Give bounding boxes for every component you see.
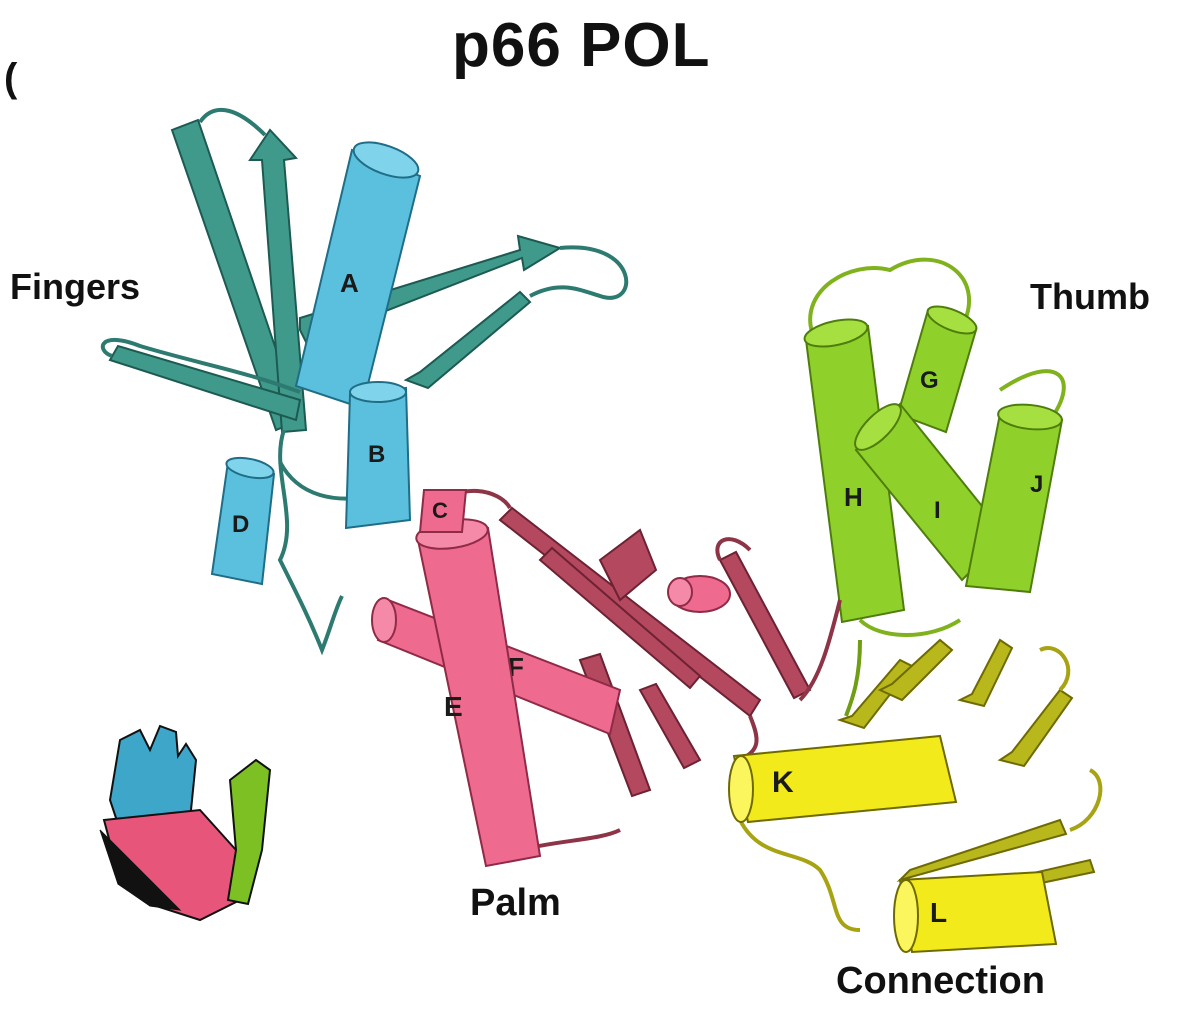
palm-label: Palm (470, 882, 561, 925)
thumb-label: Thumb (1030, 276, 1150, 318)
connection-label: Connection (836, 960, 1045, 1003)
helix-k: K (729, 736, 956, 822)
helix-b-label: B (368, 441, 385, 468)
fingers-strand-5 (406, 292, 530, 388)
connection-strand-3 (960, 640, 1012, 706)
helix-c-label: C (432, 498, 448, 523)
fingers-helices: A B D (212, 135, 423, 584)
helix-a: A (296, 135, 423, 408)
helix-d: D (212, 454, 275, 584)
helix-b: B (346, 382, 410, 528)
connection-domain: K L (729, 640, 1100, 952)
thumb-connection-linker (846, 640, 860, 716)
fingers-label: Fingers (10, 266, 140, 308)
thumb-helices: H G I J (802, 260, 1064, 635)
connection-loop-2 (740, 820, 860, 930)
palm-strand-5 (640, 684, 700, 768)
thumb-loop-3 (860, 620, 960, 635)
helix-g: G (898, 301, 980, 432)
helix-d-label: D (232, 511, 249, 538)
helix-c: C (420, 490, 466, 532)
palm-strand-6 (720, 552, 810, 698)
helix-j-label: J (1030, 471, 1043, 498)
helix-l-label: L (930, 897, 947, 928)
helix-j: J (966, 402, 1063, 592)
palm-small-helix (668, 576, 730, 612)
corner-mark: ( (4, 56, 17, 101)
helix-a-label: A (340, 268, 359, 298)
fingers-loop-1 (200, 110, 265, 135)
diagram-title: p66 POL (452, 10, 711, 81)
connection-loop-3 (1070, 770, 1100, 830)
helix-e-label: E (444, 691, 463, 722)
fingers-loop-4 (280, 430, 342, 650)
helix-i-label: I (934, 497, 941, 524)
hand-icon (100, 726, 270, 920)
connection-loop-1 (1040, 648, 1068, 690)
helix-h-label: H (844, 482, 863, 512)
connection-strand-4 (1000, 690, 1072, 766)
helix-k-label: K (772, 766, 794, 799)
helix-g-label: G (920, 367, 939, 394)
helix-l: L (894, 872, 1056, 952)
